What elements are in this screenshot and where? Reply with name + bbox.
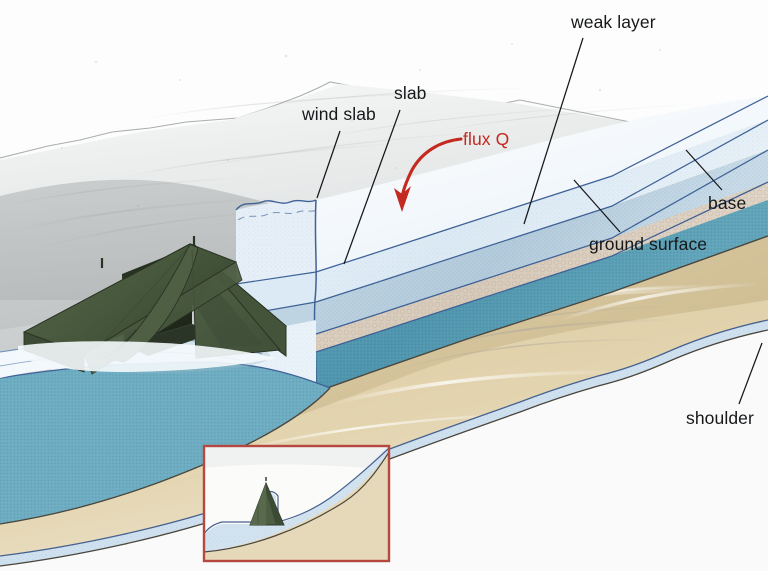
layer-weak-hatch: [316, 182, 768, 352]
foreground-snow-bank-bottom-line: [0, 387, 331, 525]
shoulder-snow-ridge: [0, 330, 768, 571]
leader-shoulder: [738, 342, 763, 405]
label-base: base: [708, 193, 747, 213]
shoulder-lower-outline: [0, 329, 768, 567]
snow-at-tent-base: [18, 341, 276, 372]
label-flux-q: flux Q: [463, 129, 510, 149]
base-ground-contact-line: [315, 235, 768, 393]
label-shoulder: shoulder: [686, 408, 754, 428]
wind-slab-lip: [235, 199, 317, 211]
label-weak-layer: weak layer: [571, 12, 656, 32]
layer-boundary-lines: [315, 95, 768, 353]
inset-tent: [249, 477, 285, 526]
foreground-snow-bank-speckle: [0, 362, 330, 524]
layer-base-speckle: [316, 200, 768, 392]
overview-inset[interactable]: [202, 444, 391, 563]
leader-wind-slab: [316, 130, 341, 199]
shoulder-upper-outline: [0, 319, 768, 557]
label-wind-slab: wind slab: [302, 104, 376, 124]
leader-lines: [316, 37, 763, 405]
leader-weak-layer: [523, 37, 584, 225]
flux-arrow: [394, 137, 463, 212]
leader-ground-surface: [573, 179, 621, 233]
snow-block-top-surface: [316, 96, 768, 272]
label-ground-surface: ground surface: [589, 234, 708, 254]
layer-slab-speckle: [316, 120, 768, 302]
tent-front-seam: [191, 249, 197, 353]
wind-slab-lip-inner: [237, 209, 317, 221]
tent-roof-seam: [95, 245, 191, 351]
label-slab: slab: [394, 83, 427, 103]
shoulder-snow-band-speckle: [0, 320, 768, 566]
leader-base: [685, 149, 723, 191]
distant-ridge: [0, 0, 768, 158]
leader-slab: [343, 109, 401, 265]
layer-mid-speckle: [316, 150, 768, 334]
